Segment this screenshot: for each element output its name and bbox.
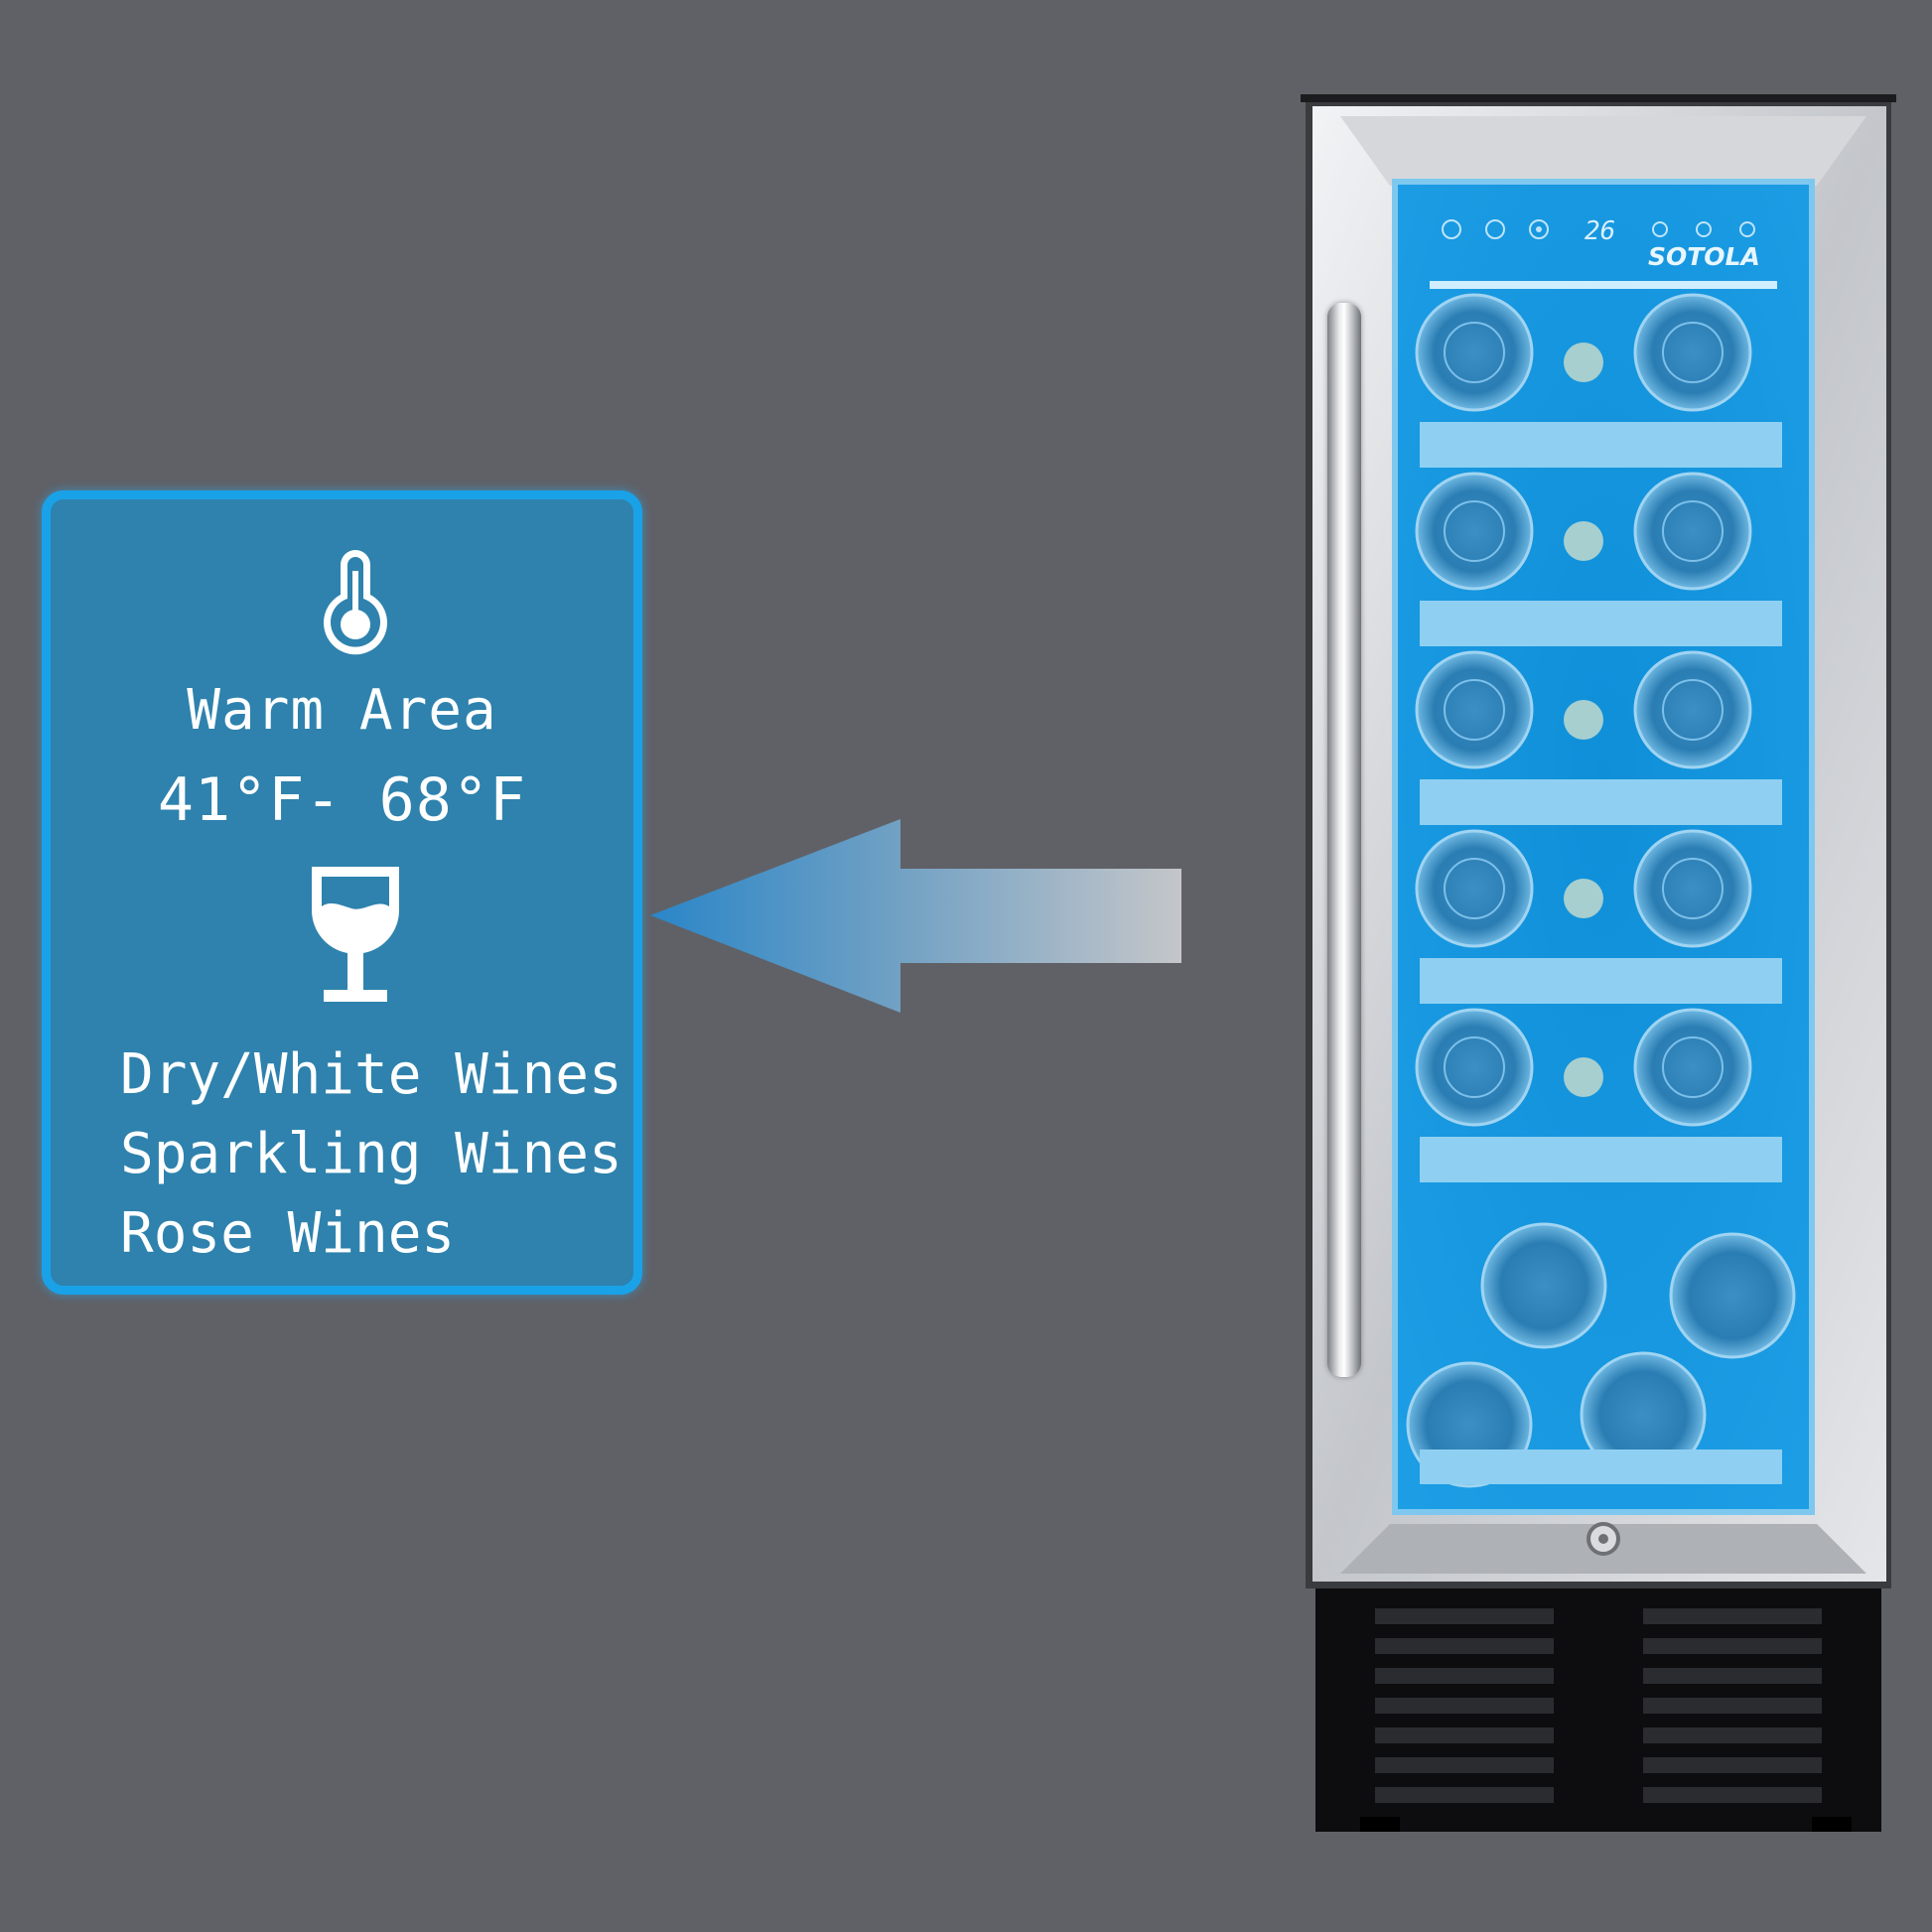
bottle-neck: [1564, 521, 1603, 561]
wine-bottle: [1633, 293, 1752, 412]
vent-slat: [1643, 1727, 1822, 1743]
wooden-shelf: [1420, 958, 1782, 1004]
vent-slat: [1375, 1787, 1554, 1803]
thermometer-icon: [324, 550, 387, 655]
pointer-arrow: [650, 819, 1181, 1013]
wine-bottle: [1633, 472, 1752, 591]
wine-bottle: [1415, 1008, 1534, 1127]
wooden-shelf: [1420, 1449, 1782, 1484]
vent-slat: [1643, 1787, 1822, 1803]
vent-slat: [1375, 1757, 1554, 1773]
wooden-shelf: [1420, 779, 1782, 825]
wine-type-item: Rose Wines: [120, 1201, 456, 1266]
brand-logo: SOTOLA: [1648, 242, 1760, 271]
wine-bottle: [1480, 1222, 1607, 1349]
warm-area-info-card: Warm Area 41°F- 68°F Dry/White Wines Spa…: [42, 490, 642, 1295]
vent-slat: [1643, 1698, 1822, 1714]
vent-slat: [1375, 1608, 1554, 1624]
bottle-neck: [1564, 700, 1603, 740]
wine-bottle: [1415, 829, 1534, 948]
vent-slats: [1375, 1608, 1822, 1803]
bottle-neck: [1564, 343, 1603, 382]
wine-bottle: [1669, 1232, 1796, 1359]
wine-bottle: [1633, 650, 1752, 769]
wine-type-item: Dry/White Wines: [120, 1042, 622, 1107]
wine-bottle: [1633, 1008, 1752, 1127]
wine-type-item: Sparkling Wines: [120, 1122, 622, 1186]
wooden-shelf: [1420, 601, 1782, 646]
zone-name: Warm Area: [187, 678, 497, 743]
vent-slat: [1643, 1757, 1822, 1773]
vent-slat: [1643, 1608, 1822, 1624]
wine-bottle: [1415, 472, 1534, 591]
wine-bottle: [1633, 829, 1752, 948]
vent-slat: [1375, 1668, 1554, 1684]
control-panel: 26 SOTOLA: [1430, 216, 1777, 289]
vent-slat: [1375, 1727, 1554, 1743]
wine-type-list: Dry/White Wines Sparkling Wines Rose Win…: [120, 1035, 622, 1274]
wine-fridge: 26 SOTOLA: [1301, 94, 1896, 1832]
bottle-neck: [1564, 879, 1603, 918]
wooden-shelf: [1420, 1137, 1782, 1182]
vent-slat: [1643, 1668, 1822, 1684]
vent-slat: [1375, 1698, 1554, 1714]
temperature-range: 41°F- 68°F: [157, 765, 527, 835]
door-handle[interactable]: [1327, 303, 1361, 1377]
wine-bottle: [1415, 293, 1534, 412]
wine-glass-icon: [312, 867, 399, 1002]
bottle-neck: [1564, 1057, 1603, 1097]
vent-slat: [1375, 1638, 1554, 1654]
temperature-display: 26: [1585, 216, 1615, 246]
wine-bottle: [1415, 650, 1534, 769]
vent-slat: [1643, 1638, 1822, 1654]
wine-shelves: [1406, 293, 1796, 1488]
wooden-shelf: [1420, 422, 1782, 468]
